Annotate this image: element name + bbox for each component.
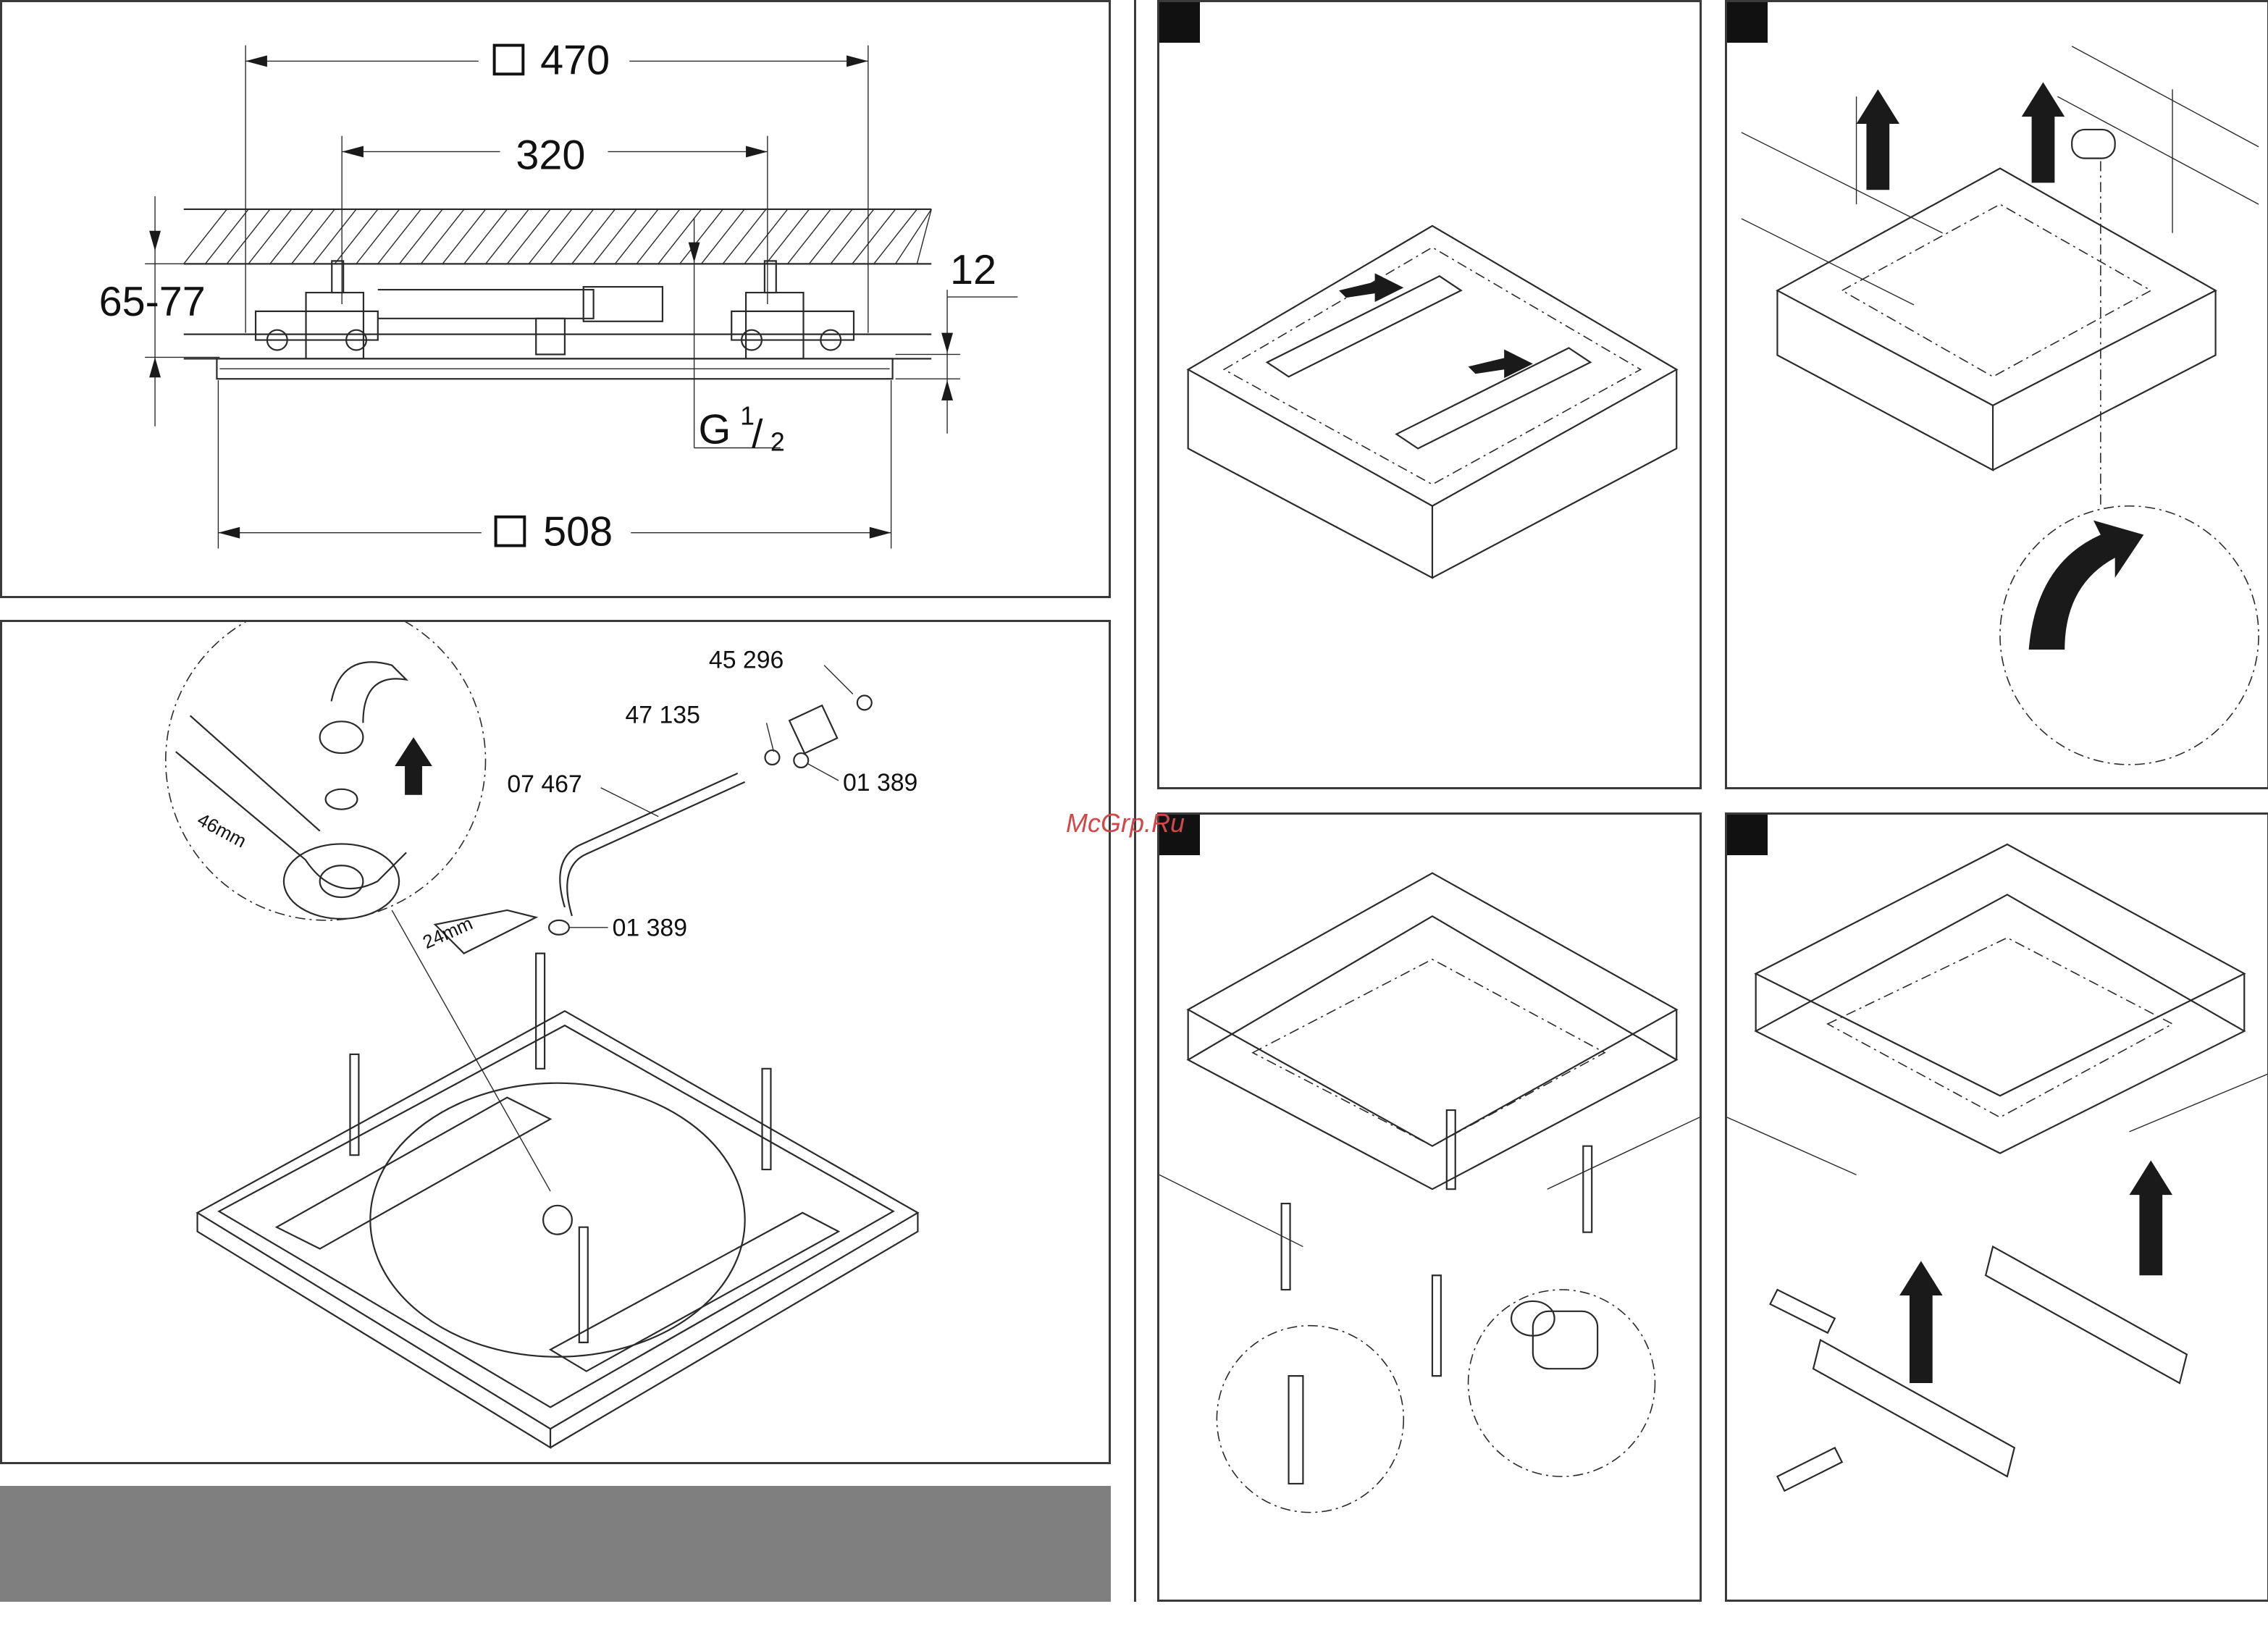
hatch-line (464, 209, 508, 264)
hatch-line (680, 209, 723, 264)
hatch-line (206, 209, 249, 264)
hatch-line (831, 209, 874, 264)
thread-label: G (699, 407, 731, 453)
hex-key-icon (1771, 1290, 1835, 1333)
arrow-up-icon-4 (1899, 1261, 1943, 1383)
pipe-stub (2072, 130, 2115, 159)
hatch-line (702, 209, 745, 264)
hatch-line (550, 209, 594, 264)
hatch-line (874, 209, 917, 264)
parts-drawing-panel: 46mm 24mm 45 296 47 135 07 467 01 389 01… (0, 620, 1111, 1464)
hatch-line (227, 209, 270, 264)
hatch-line (896, 209, 932, 264)
flex-hose (560, 773, 737, 907)
hatch-line (744, 209, 788, 264)
hex-key-icon-2 (1777, 1448, 1841, 1491)
hatch-line (442, 209, 486, 264)
supply-pipe (378, 287, 663, 354)
step-2-drawing (1727, 2, 2267, 787)
bracket-right (731, 261, 854, 358)
arrow-left-icon (1339, 273, 1403, 302)
hatch-line (852, 209, 896, 264)
bracket-left (256, 261, 378, 358)
dim-470: 470 (540, 37, 610, 83)
dimension-drawing-panel: 470 320 65-77 12 (0, 0, 1111, 598)
part-07-467: 07 467 (507, 770, 581, 798)
hatch-line (421, 209, 464, 264)
hatch-line (766, 209, 810, 264)
svg-text:/: / (752, 411, 763, 456)
column-divider (1134, 0, 1136, 1602)
step-4-drawing (1727, 815, 2267, 1600)
hatch-line (788, 209, 831, 264)
hatch-line (917, 209, 931, 264)
part-47-135: 47 135 (626, 701, 700, 728)
hatch-line (507, 209, 550, 264)
step-3-drawing (1159, 815, 1700, 1600)
arrow-up-icon-3 (2130, 1161, 2173, 1276)
fitting-detail-circle (1469, 1290, 1655, 1476)
drill-bit-icon (1289, 1376, 1303, 1484)
dimension-drawing: 470 320 65-77 12 (2, 2, 1109, 596)
part-45-296: 45 296 (709, 647, 784, 674)
hatch-line (809, 209, 852, 264)
arrow-left-icon-2 (1469, 350, 1533, 379)
step-panel-3 (1157, 812, 1702, 1602)
hatch-line (184, 209, 227, 264)
mounting-plate (198, 1011, 918, 1448)
parts-drawing: 46mm 24mm 45 296 47 135 07 467 01 389 01… (2, 622, 1109, 1462)
hatch-line (292, 209, 335, 264)
hatch-line (594, 209, 637, 264)
step-panel-2 (1725, 0, 2268, 789)
watermark: McGrp.Ru (1066, 808, 1185, 839)
hatch-line (723, 209, 766, 264)
dim-12: 12 (950, 247, 996, 293)
hatch-line (615, 209, 658, 264)
hatch-line (313, 209, 356, 264)
hatch-line (400, 209, 443, 264)
dim-65-77: 65-77 (99, 279, 206, 325)
ceiling-hatch (184, 209, 931, 264)
hatch-line (356, 209, 400, 264)
hose-bend (332, 662, 406, 723)
drill-detail-circle (1217, 1326, 1403, 1513)
hatch-line (335, 209, 378, 264)
part-01-389-b: 01 389 (613, 915, 687, 942)
wrench-label-24: 24mm (420, 913, 476, 953)
hatch-line (378, 209, 421, 264)
part-01-389-a: 01 389 (843, 769, 917, 797)
hatch-line (270, 209, 314, 264)
step-panel-4 (1725, 812, 2268, 1602)
footer-bar (0, 1486, 1111, 1602)
hatch-line (572, 209, 616, 264)
anchors-step-3 (1282, 1110, 1592, 1376)
dim-320: 320 (516, 132, 585, 178)
hatch-line (486, 209, 529, 264)
connector-fitting (789, 705, 837, 753)
step-1-drawing (1159, 2, 1700, 787)
square-symbol-2 (496, 517, 525, 546)
step-panel-1 (1157, 0, 1702, 789)
wrench-label-46: 46mm (194, 810, 250, 852)
detail-circle (166, 622, 486, 920)
arrow-up-icon (395, 737, 432, 795)
hatch-line (529, 209, 572, 264)
wall-anchors (350, 954, 770, 1343)
arrow-up-icon-1 (1857, 89, 1900, 190)
curved-arrow-icon (2029, 521, 2144, 650)
thread-denominator: 2 (770, 427, 785, 456)
hatch-line (248, 209, 292, 264)
square-symbol (495, 46, 524, 75)
hatch-line (637, 209, 680, 264)
dim-508: 508 (543, 509, 613, 555)
